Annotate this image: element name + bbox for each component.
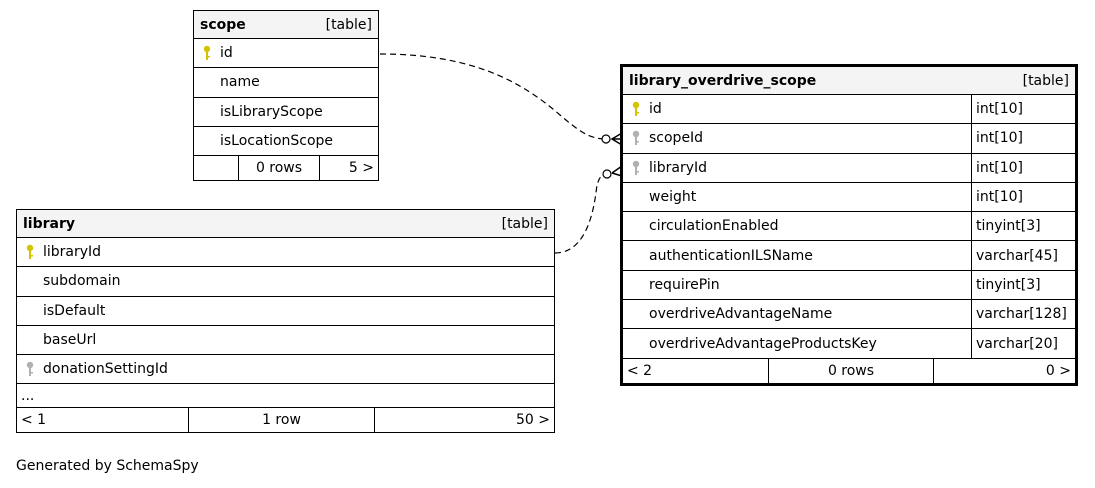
primary-key-icon xyxy=(194,45,220,61)
primary-key-icon xyxy=(623,101,649,117)
library-overdrive-scope-table[interactable]: library_overdrive_scope [table] id int[1… xyxy=(620,64,1078,386)
column-row[interactable]: id xyxy=(194,39,378,69)
column-type: tinyint[3] xyxy=(971,212,1075,241)
column-name: requirePin xyxy=(649,276,720,293)
table-footer: 0 rows 5 > xyxy=(194,156,378,181)
table-name: library_overdrive_scope xyxy=(629,72,817,89)
table-tag: [table] xyxy=(501,215,548,232)
column-name: donationSettingId xyxy=(43,361,168,378)
more-columns: ... xyxy=(17,384,554,409)
column-name: circulationEnabled xyxy=(649,218,779,235)
foreign-key-icon xyxy=(17,361,43,377)
table-footer: < 1 1 row 50 > xyxy=(17,408,554,433)
footer-children[interactable]: 50 > xyxy=(374,408,554,433)
foreign-key-icon xyxy=(623,160,649,176)
generated-by-label: Generated by SchemaSpy xyxy=(16,458,199,474)
table-tag: [table] xyxy=(1022,72,1069,89)
column-name: isLibraryScope xyxy=(220,103,323,120)
primary-key-icon xyxy=(17,244,43,260)
column-row[interactable]: weight int[10] xyxy=(623,182,1075,213)
column-type: int[10] xyxy=(971,95,1075,124)
column-name: authenticationILSName xyxy=(649,247,813,264)
scope-table-header: scope [table] xyxy=(194,11,378,39)
table-tag: [table] xyxy=(325,16,372,33)
column-name: id xyxy=(220,45,233,62)
column-row[interactable]: requirePin tinyint[3] xyxy=(623,270,1075,301)
library-table[interactable]: library [table] libraryId subdomain isDe… xyxy=(16,209,555,434)
column-name: isDefault xyxy=(43,302,106,319)
scope-table[interactable]: scope [table] id name isLibraryScope isL… xyxy=(193,10,379,182)
column-row[interactable]: isLibraryScope xyxy=(194,98,378,127)
column-row[interactable]: subdomain xyxy=(17,267,554,297)
column-type: varchar[20] xyxy=(971,329,1075,358)
library-table-header: library [table] xyxy=(17,210,554,238)
column-row[interactable]: isDefault xyxy=(17,297,554,326)
column-type: varchar[45] xyxy=(971,241,1075,270)
table-name: library xyxy=(23,215,76,232)
library-optional-marker xyxy=(602,169,612,179)
footer-parents[interactable]: < 2 xyxy=(627,362,653,379)
column-type: int[10] xyxy=(971,153,1075,182)
footer-parents[interactable]: < 1 xyxy=(21,412,47,429)
column-name: id xyxy=(649,101,662,118)
column-row[interactable]: authenticationILSName varchar[45] xyxy=(623,241,1075,271)
footer-rows: 1 row xyxy=(188,408,374,433)
footer-rows: 0 rows xyxy=(768,358,933,383)
column-name: weight xyxy=(649,189,697,206)
footer-children[interactable]: 5 > xyxy=(319,156,378,181)
column-name: baseUrl xyxy=(43,332,97,349)
column-row[interactable]: libraryId int[10] xyxy=(623,153,1075,183)
scope-relationship-line xyxy=(379,53,607,140)
column-row[interactable]: libraryId xyxy=(17,238,554,268)
column-name: libraryId xyxy=(649,159,708,176)
column-row[interactable]: circulationEnabled tinyint[3] xyxy=(623,212,1075,242)
library-relationship-line xyxy=(554,173,608,254)
column-row[interactable]: id int[10] xyxy=(623,95,1075,125)
column-name: subdomain xyxy=(43,273,121,290)
column-row[interactable]: donationSettingId xyxy=(17,355,554,385)
column-row[interactable]: baseUrl xyxy=(17,326,554,356)
footer-rows: 0 rows xyxy=(238,156,319,181)
table-footer: < 2 0 rows 0 > xyxy=(623,358,1075,383)
footer-parents[interactable] xyxy=(194,156,238,180)
column-name: name xyxy=(220,74,260,91)
library-overdrive-scope-table-header: library_overdrive_scope [table] xyxy=(623,67,1075,95)
foreign-key-icon xyxy=(623,130,649,146)
column-type: int[10] xyxy=(971,124,1075,153)
table-name: scope xyxy=(200,16,246,33)
column-row[interactable]: isLocationScope xyxy=(194,127,378,157)
column-name: overdriveAdvantageName xyxy=(649,306,833,323)
footer-children[interactable]: 0 > xyxy=(933,358,1075,383)
column-type: varchar[128] xyxy=(971,300,1075,329)
column-type: tinyint[3] xyxy=(971,270,1075,300)
scope-optional-marker xyxy=(601,134,611,144)
column-row[interactable]: overdriveAdvantageName varchar[128] xyxy=(623,300,1075,330)
column-name: libraryId xyxy=(43,244,102,261)
column-name: overdriveAdvantageProductsKey xyxy=(649,335,877,352)
column-row[interactable]: scopeId int[10] xyxy=(623,124,1075,154)
column-name: isLocationScope xyxy=(220,133,334,150)
column-name: scopeId xyxy=(649,130,704,147)
column-type: int[10] xyxy=(971,182,1075,212)
column-row[interactable]: overdriveAdvantageProductsKey varchar[20… xyxy=(623,329,1075,359)
column-row[interactable]: name xyxy=(194,68,378,98)
